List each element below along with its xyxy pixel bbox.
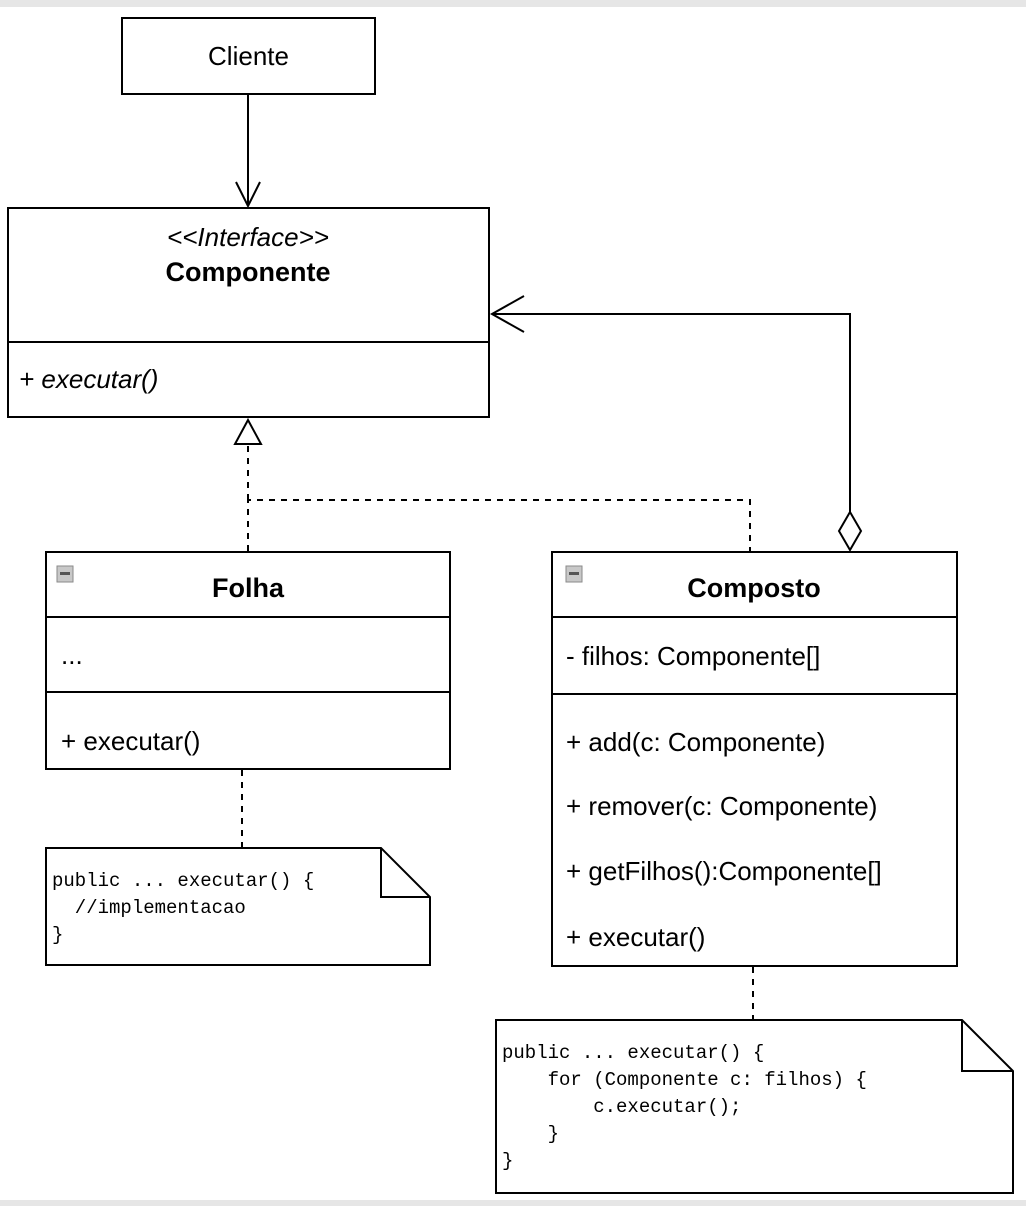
class-folha[interactable]: Folha ... + executar(): [45, 551, 451, 770]
realization-lines: [233, 417, 751, 551]
composto-method: + add(c: Componente): [566, 727, 825, 757]
collapse-icon[interactable]: [56, 565, 74, 583]
folha-method: + executar(): [61, 726, 200, 756]
collapse-icon[interactable]: [565, 565, 583, 583]
composto-method: + getFilhos():Componente[]: [566, 856, 882, 886]
class-cliente[interactable]: Cliente: [121, 17, 376, 95]
interface-componente[interactable]: <<Interface>> Componente + executar(): [7, 207, 490, 418]
realization-arrowhead: [233, 417, 263, 445]
note-folha-code: public ... executar() { //implementacao}: [52, 870, 314, 946]
composto-method: + remover(c: Componente): [566, 791, 877, 821]
aggregation-composto-componente: [489, 295, 863, 552]
folha-attributes: ...: [61, 640, 83, 670]
folha-name: Folha: [212, 573, 285, 603]
composto-name: Composto: [687, 573, 820, 603]
componente-stereotype: <<Interface>>: [167, 222, 329, 252]
bottom-strip: [0, 1200, 1026, 1206]
composto-attribute: - filhos: Componente[]: [566, 641, 820, 671]
composto-method: + executar(): [566, 922, 705, 952]
note-composto[interactable]: public ... executar() { for (Componente …: [495, 1019, 1014, 1194]
componente-name: Componente: [166, 257, 331, 287]
association-cliente-componente: [235, 94, 261, 209]
cliente-name: Cliente: [208, 41, 289, 71]
note-folha[interactable]: public ... executar() { //implementacao}: [45, 847, 431, 966]
aggregation-diamond: [837, 510, 863, 552]
class-composto[interactable]: Composto - filhos: Componente[] + add(c:…: [551, 551, 958, 967]
componente-method: + executar(): [19, 364, 158, 394]
note-composto-code: public ... executar() { for (Componente …: [502, 1042, 867, 1172]
top-strip: [0, 0, 1026, 7]
